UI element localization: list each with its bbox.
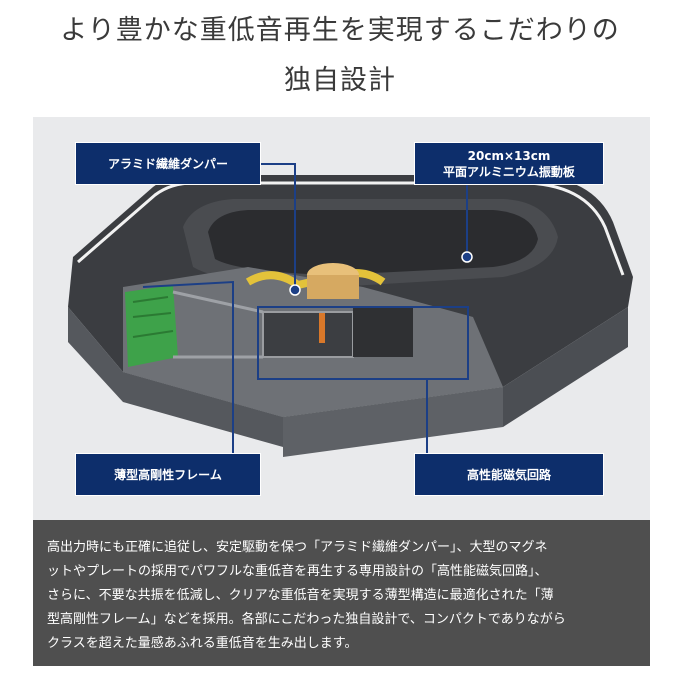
diaphragm (208, 210, 538, 275)
circuit-board (125, 285, 178, 367)
callout-magnetic-circuit: 高性能磁気回路 (414, 453, 604, 496)
callout-diaphragm-size: 20cm×13cm (467, 148, 551, 163)
leader-aramid (261, 163, 296, 290)
callout-diaphragm: 20cm×13cm 平面アルミニウム振動板 (414, 142, 604, 185)
description-line-1: 高出力時にも正確に追従し、安定駆動を保つ「アラミド繊維ダンパー」、大型のマグネ (47, 540, 548, 555)
leader-magnetic-box (257, 306, 469, 380)
headline-line-1: より豊かな重低音再生を実現するこだわりの (60, 15, 620, 46)
description-line-2: ットやプレートの採用でパワフルな重低音を再生する専用設計の「高性能磁気回路」、 (47, 564, 548, 579)
description-line-4: 型高剛性フレーム」などを採用。各部にこだわった独自設計で、コンパクトでありながら (47, 612, 566, 627)
leader-lines (142, 163, 469, 453)
enclosure-front (283, 387, 503, 457)
callout-aramid-damper-label: アラミド繊維ダンパー (107, 156, 228, 171)
enclosure-side-right (503, 307, 628, 427)
description-panel: 高出力時にも正確に追従し、安定駆動を保つ「アラミド繊維ダンパー」、大型のマグネ … (33, 520, 650, 666)
description-line-5: クラスを超えた量感あふれる重低音を生み出します。 (47, 636, 358, 651)
callout-magnetic-circuit-label: 高性能磁気回路 (466, 467, 551, 482)
enclosure-side-left (68, 307, 283, 447)
description-line-3: さらに、不要な共振を低減し、クリアな重低音を実現する薄型構造に最適化された「薄 (47, 588, 554, 603)
callout-frame-label: 薄型高剛性フレーム (114, 467, 222, 482)
leader-frame (142, 280, 234, 453)
magnet-block (262, 311, 354, 358)
magnet-plate (353, 307, 413, 357)
callout-diaphragm-label: 平面アルミニウム振動板 (443, 164, 575, 179)
headline-line-2: 独自設計 (284, 65, 396, 96)
callout-aramid-damper: アラミド繊維ダンパー (75, 142, 261, 185)
callout-frame: 薄型高剛性フレーム (75, 453, 261, 496)
